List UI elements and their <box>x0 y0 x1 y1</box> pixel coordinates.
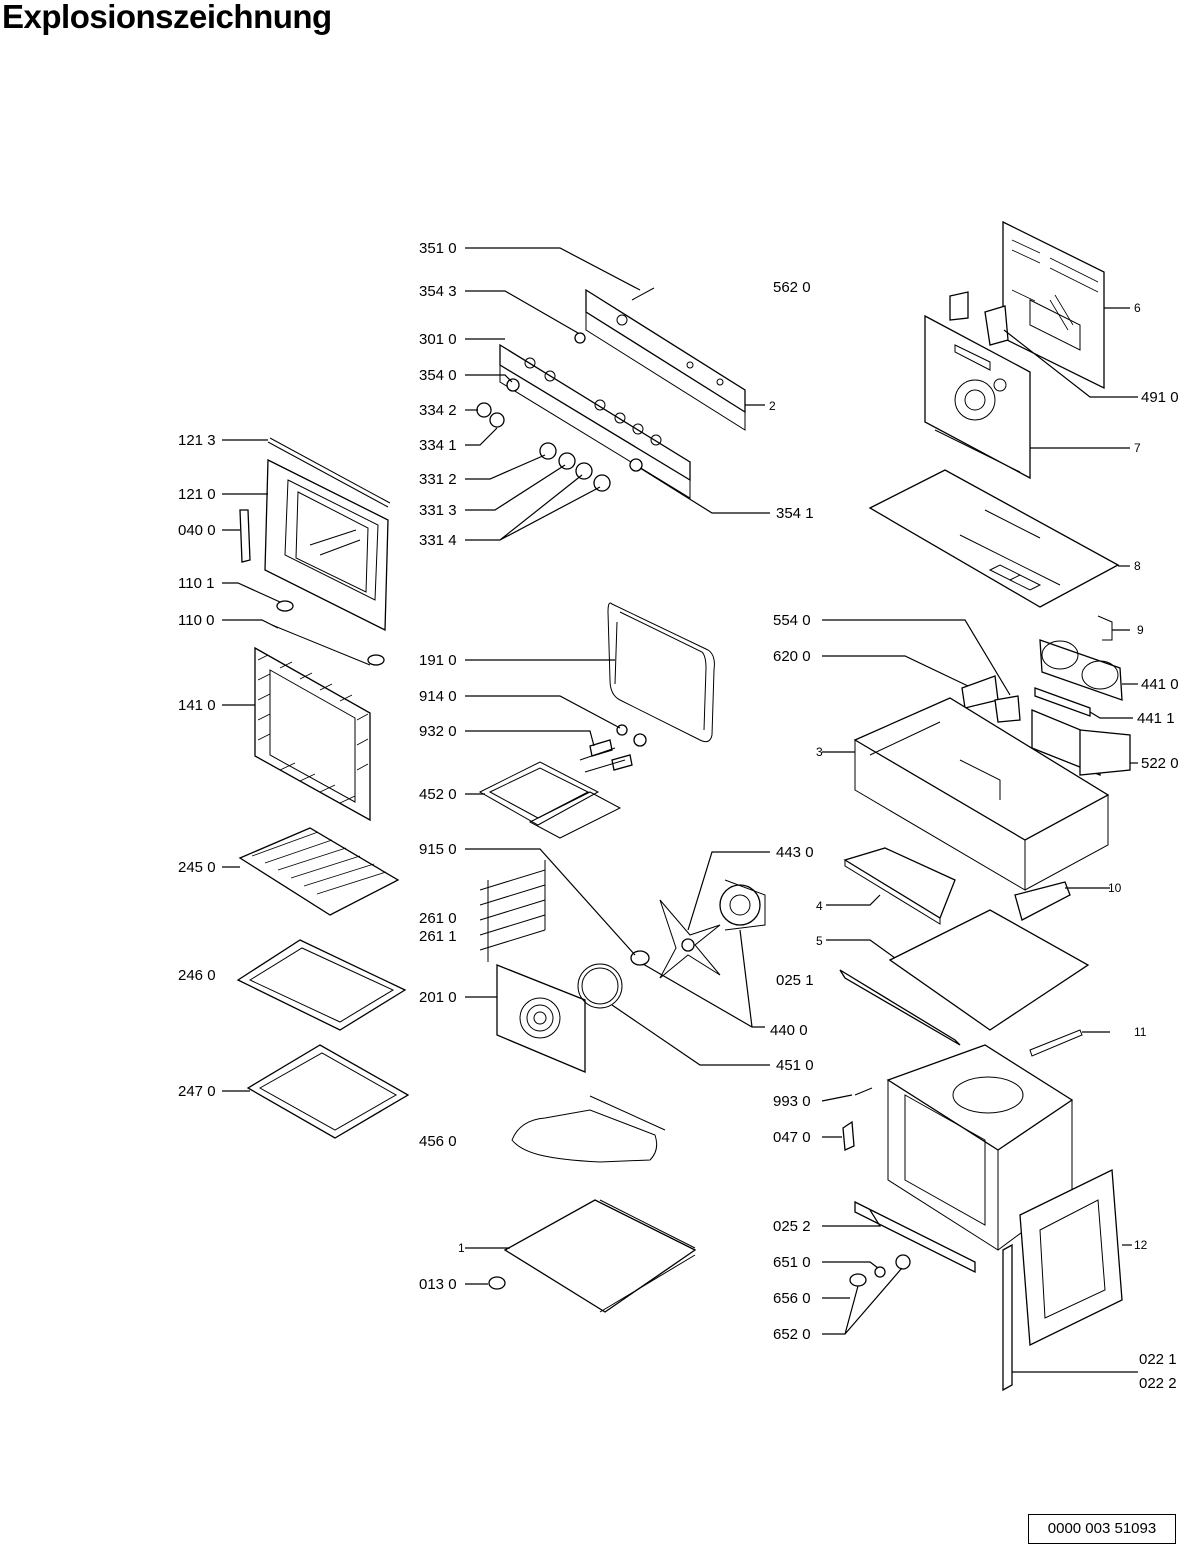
callout-2470: 247 0 <box>178 1083 216 1100</box>
oven-cavity-group <box>821 847 1138 1392</box>
callout-1100: 110 0 <box>178 612 214 629</box>
callout-0221: 022 1 <box>1139 1351 1177 1368</box>
callout-3312: 331 2 <box>419 471 457 488</box>
callout-2460: 246 0 <box>178 967 216 984</box>
callout-4: 4 <box>816 899 823 913</box>
callout-0470: 047 0 <box>773 1129 811 1146</box>
callout-2611: 261 1 <box>419 928 457 945</box>
callout-5540: 554 0 <box>773 612 811 629</box>
callout-11: 11 <box>1134 1025 1147 1039</box>
callout-3541: 354 1 <box>776 505 814 522</box>
oven-interior-group <box>465 602 770 1313</box>
callout-6200: 620 0 <box>773 648 811 665</box>
callout-9150: 915 0 <box>419 841 457 858</box>
callout-8: 8 <box>1134 559 1141 573</box>
callout-4560: 456 0 <box>419 1133 457 1150</box>
callout-3341: 334 1 <box>419 437 457 454</box>
callout-7: 7 <box>1134 441 1141 455</box>
callout-4410: 441 0 <box>1141 676 1179 693</box>
callout-6510: 651 0 <box>773 1254 811 1271</box>
callout-3010: 301 0 <box>419 331 457 348</box>
callout-2010: 201 0 <box>419 989 457 1006</box>
callout-3540: 354 0 <box>419 367 457 384</box>
door-group <box>222 437 410 1139</box>
callout-4510: 451 0 <box>776 1057 814 1074</box>
callout-1410: 141 0 <box>178 697 216 714</box>
callout-6520: 652 0 <box>773 1326 811 1343</box>
callout-1210: 121 0 <box>178 486 216 503</box>
callout-0130: 013 0 <box>419 1276 457 1293</box>
callout-1213: 121 3 <box>178 432 216 449</box>
callout-4910: 491 0 <box>1141 389 1179 406</box>
callout-3: 3 <box>816 745 823 759</box>
callout-4400: 440 0 <box>770 1022 808 1039</box>
callout-3543: 354 3 <box>419 283 457 300</box>
callout-4520: 452 0 <box>419 786 457 803</box>
callout-0222: 022 2 <box>1139 1375 1177 1392</box>
callout-3510: 351 0 <box>419 240 457 257</box>
callout-4430: 443 0 <box>776 844 814 861</box>
callout-9140: 914 0 <box>419 688 457 705</box>
callout-3313: 331 3 <box>419 502 457 519</box>
callout-12: 12 <box>1134 1238 1148 1252</box>
control-panel-group <box>465 247 770 541</box>
callout-5220: 522 0 <box>1141 755 1179 772</box>
page-title: Explosionszeichnung <box>2 0 332 35</box>
callout-9930: 993 0 <box>773 1093 811 1110</box>
callout-0400: 040 0 <box>178 522 216 539</box>
document-number: 0000 003 51093 <box>1028 1514 1176 1544</box>
callout-6: 6 <box>1134 301 1141 315</box>
callout-4411: 441 1 <box>1137 710 1175 727</box>
callout-2610: 261 0 <box>419 910 457 927</box>
callout-3314: 331 4 <box>419 532 457 549</box>
callout-9: 9 <box>1137 623 1144 637</box>
rear-housing-group <box>822 220 1138 891</box>
callout-labels: 351 0 354 3 301 0 354 0 334 2 334 1 331 … <box>178 240 1179 1392</box>
callout-3342: 334 2 <box>419 402 457 419</box>
callout-0251: 025 1 <box>776 972 814 989</box>
callout-1910: 191 0 <box>419 652 457 669</box>
callout-2450: 245 0 <box>178 859 216 876</box>
callout-0252: 025 2 <box>773 1218 811 1235</box>
callout-5620: 562 0 <box>773 279 811 296</box>
callout-5: 5 <box>816 934 823 948</box>
callout-6560: 656 0 <box>773 1290 811 1307</box>
callout-9320: 932 0 <box>419 723 457 740</box>
callout-1: 1 <box>458 1241 465 1255</box>
callout-1101: 110 1 <box>178 575 214 592</box>
callout-10: 10 <box>1108 881 1122 895</box>
callout-2: 2 <box>769 399 776 413</box>
